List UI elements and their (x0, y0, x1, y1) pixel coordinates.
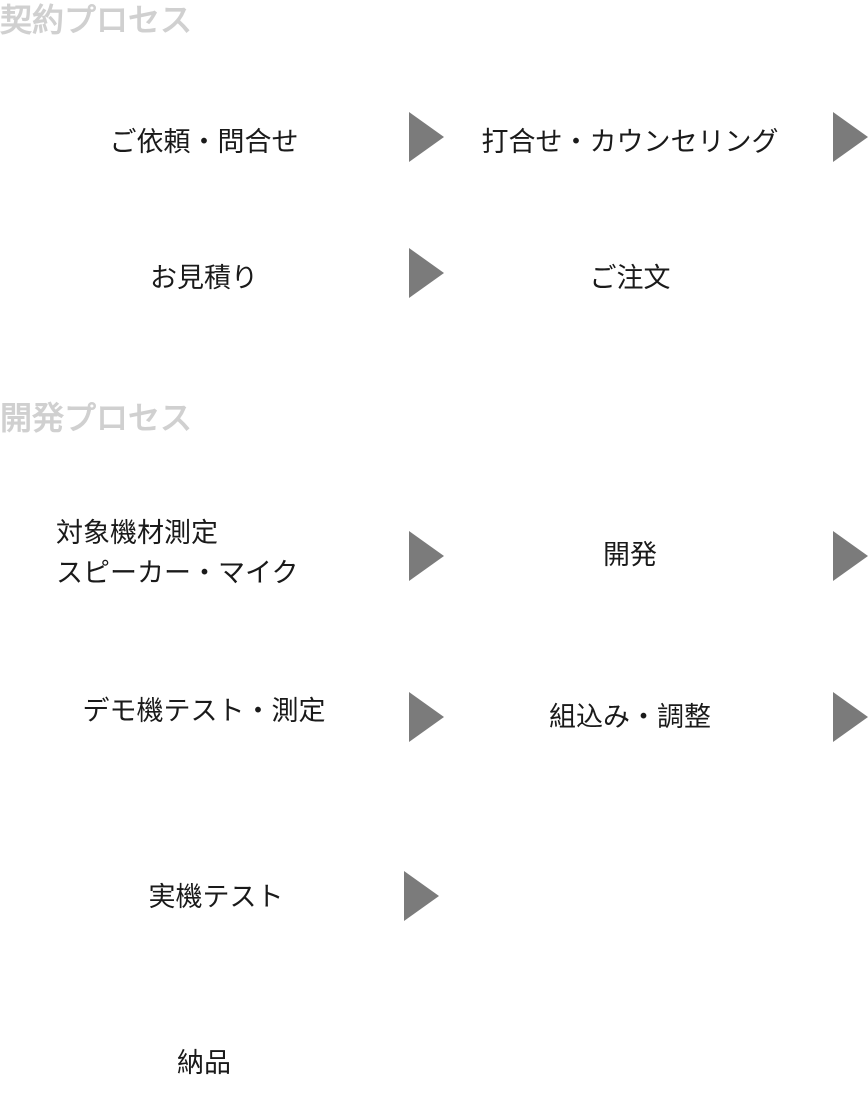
arrow-right-icon (409, 248, 444, 298)
step-estimate: お見積り (150, 263, 258, 294)
arrow-right-icon (833, 531, 868, 581)
step-development: 開発 (603, 540, 657, 571)
step-delivery: 納品 (177, 1048, 231, 1079)
step-order: ご注文 (589, 263, 671, 294)
development-process-heading: 開発プロセス (0, 399, 193, 437)
step-counseling: 打合せ・カウンセリング (481, 127, 779, 158)
arrow-right-icon (404, 871, 439, 921)
step-demo-test: デモ機テスト・測定 (82, 696, 326, 727)
step-real-device-test: 実機テスト (148, 882, 284, 913)
arrow-right-icon (833, 692, 868, 742)
arrow-right-icon (409, 112, 444, 162)
step-integration: 組込み・調整 (549, 702, 711, 733)
step-equipment-measurement-line1: 対象機材測定 (56, 518, 218, 549)
arrow-right-icon (409, 531, 444, 581)
arrow-right-icon (409, 692, 444, 742)
step-equipment-measurement-line2: スピーカー・マイク (56, 558, 299, 589)
arrow-right-icon (833, 112, 868, 162)
step-inquiry: ご依頼・問合せ (109, 127, 299, 158)
contract-process-heading: 契約プロセス (0, 1, 193, 39)
step-equipment-measurement: 対象機材測定 スピーカー・マイク (56, 514, 298, 594)
